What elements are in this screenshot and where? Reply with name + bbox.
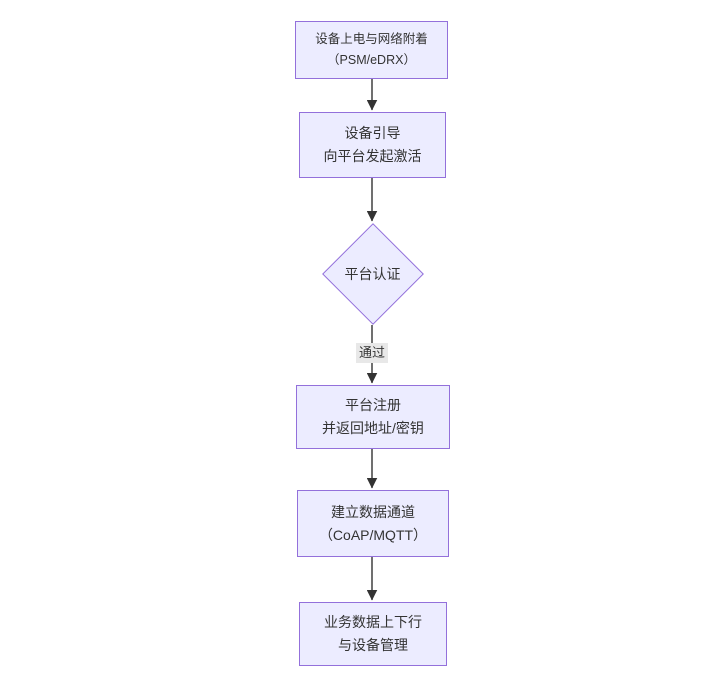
node-register: 平台注册 并返回地址/密钥 bbox=[296, 385, 450, 449]
node-label: 设备上电与网络附着 bbox=[315, 32, 428, 46]
node-label: 建立数据通道 bbox=[331, 503, 415, 520]
node-label: 并返回地址/密钥 bbox=[322, 420, 424, 436]
node-label: 向平台发起激活 bbox=[323, 148, 422, 164]
node-label: （PSM/eDRX） bbox=[327, 53, 416, 67]
decision-platform-auth: 平台认证 bbox=[321, 223, 424, 325]
node-channel: 建立数据通道 （CoAP/MQTT） bbox=[297, 490, 449, 557]
node-label: 与设备管理 bbox=[338, 637, 408, 653]
node-label: （CoAP/MQTT） bbox=[318, 526, 428, 543]
node-bootstrap: 设备引导 向平台发起激活 bbox=[299, 112, 446, 178]
node-label: 设备引导 bbox=[344, 125, 401, 141]
node-label: 平台注册 bbox=[345, 397, 401, 413]
node-label: 业务数据上下行 bbox=[324, 614, 422, 630]
node-business: 业务数据上下行 与设备管理 bbox=[299, 602, 447, 666]
edge-label-pass: 通过 bbox=[355, 343, 389, 363]
decision-label: 平台认证 bbox=[344, 266, 401, 282]
node-power-attach: 设备上电与网络附着 （PSM/eDRX） bbox=[295, 21, 448, 79]
